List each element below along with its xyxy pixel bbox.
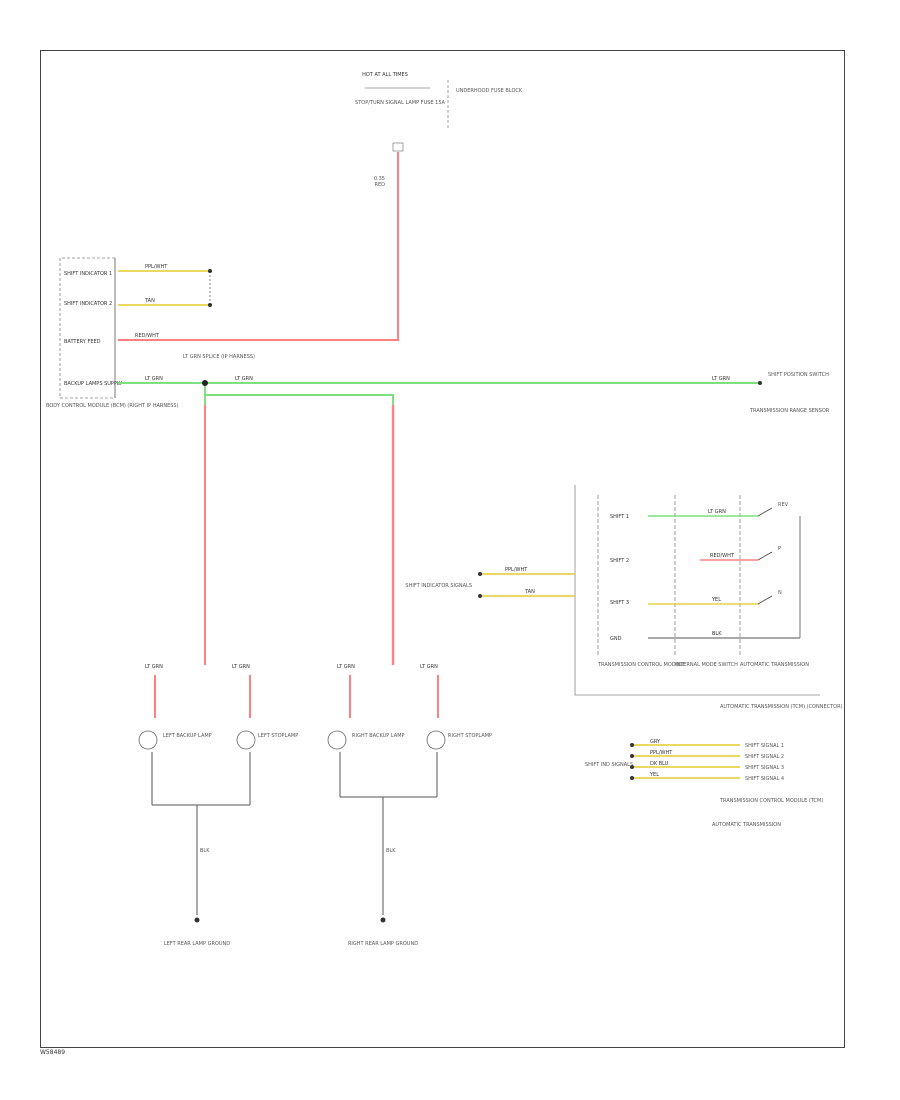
left-backup-lamp-label: LEFT BACKUP LAMP: [163, 733, 212, 739]
right-lamp-group: LT GRN LT GRN RIGHT BACKUP LAMP RIGHT ST…: [327, 664, 492, 947]
tcm-wire-1: GRY: [650, 739, 661, 745]
trans-caption: AUTOMATIC TRANSMISSION (TCM) (CONNECTOR): [720, 704, 843, 710]
green-branch-wire: [204, 383, 394, 405]
right-stoplamp-icon: [426, 730, 446, 750]
trans-wire-2: RED/WHT: [710, 553, 735, 559]
left-ground-icon: [194, 917, 200, 923]
right-backup-lamp-label: RIGHT BACKUP LAMP: [352, 733, 405, 739]
trans-row-2: SHIFT 2: [610, 558, 629, 564]
bcm-title: BODY CONTROL MODULE (BCM) (RIGHT IP HARN…: [46, 403, 179, 409]
contact-n: N: [778, 590, 782, 596]
tcm-signal-3: SHIFT SIGNAL 3: [745, 765, 784, 771]
shift-position-switch: SHIFT POSITION SWITCH TRANSMISSION RANGE…: [749, 372, 830, 414]
left-connector-label-1: LT GRN: [145, 664, 163, 670]
bcm-wire-3: RED/WHT: [135, 333, 160, 339]
tcm-signal-4: SHIFT SIGNAL 4: [745, 776, 784, 782]
right-stoplamp-label: RIGHT STOPLAMP: [448, 733, 492, 739]
diagram-code: W58489: [40, 1049, 66, 1056]
shift-indicator-signals: SHIFT INDICATOR SIGNALS PPL/WHT TAN: [405, 567, 575, 598]
contact-rev: REV: [778, 502, 789, 508]
tcm-signal-2: SHIFT SIGNAL 2: [745, 754, 784, 760]
tcm-signal-1: SHIFT SIGNAL 1: [745, 743, 784, 749]
left-ground-wire: BLK: [200, 848, 210, 854]
left-backup-lamp-icon: [138, 730, 158, 750]
fuse-name: STOP/TURN SIGNAL LAMP FUSE 15A: [355, 100, 445, 106]
right-connector-label-2: LT GRN: [420, 664, 438, 670]
trans-wire-3: YEL: [711, 597, 721, 603]
trans-left-wire-2: TAN: [524, 589, 535, 595]
trans-left-wire-1: PPL/WHT: [505, 567, 528, 573]
tcm-wire-2: PPL/WHT: [650, 750, 673, 756]
trans-column-1: TRANSMISSION CONTROL MODULE: [597, 662, 685, 668]
fuse-block: HOT AT ALL TIMES STOP/TURN SIGNAL LAMP F…: [355, 72, 523, 188]
left-stoplamp-icon: [236, 730, 256, 750]
bcm-pin-2: SHIFT INDICATOR 2: [64, 301, 112, 307]
right-backup-lamp-icon: [327, 730, 347, 750]
tcm-footer: AUTOMATIC TRANSMISSION: [712, 822, 781, 828]
green-wire-label-a: LT GRN: [145, 376, 163, 382]
tcm-caption: TRANSMISSION CONTROL MODULE (TCM): [719, 798, 823, 804]
bcm-pin-3: BATTERY FEED: [64, 339, 101, 345]
right-device-name: SHIFT POSITION SWITCH: [768, 372, 829, 378]
bcm: SHIFT INDICATOR 1 SHIFT INDICATOR 2 BATT…: [46, 257, 179, 409]
green-wire-label-c: LT GRN: [712, 376, 730, 382]
tcm-wire-4: YEL: [649, 772, 659, 778]
fuse-icon: [392, 142, 404, 152]
right-ground-wire: BLK: [386, 848, 396, 854]
contact-p: P: [778, 546, 781, 552]
tcm-left-label: SHIFT IND SIGNALS: [585, 762, 633, 768]
trans-column-3: AUTOMATIC TRANSMISSION: [740, 662, 809, 668]
fuse-header: HOT AT ALL TIMES: [362, 72, 408, 78]
tcm-connector: GRY PPL/WHT DK BLU YEL SHIFT SIGNAL 1 SH…: [585, 739, 823, 828]
left-lamp-group: LT GRN LT GRN LEFT BACKUP LAMP LEFT STOP…: [138, 664, 298, 947]
left-stoplamp-label: LEFT STOPLAMP: [258, 733, 298, 739]
fuse-location: UNDERHOOD FUSE BLOCK: [456, 88, 523, 94]
left-splice-label: LT GRN SPLICE (IP HARNESS): [183, 354, 255, 360]
tcm-wire-3: DK BLU: [650, 761, 669, 767]
right-ground-icon: [380, 917, 386, 923]
battery-feed-wire: [118, 152, 399, 341]
splice-dot: [202, 380, 208, 386]
green-wire-label-b: LT GRN: [235, 376, 253, 382]
trans-wire-4: BLK: [712, 631, 722, 637]
trans-row-1: SHIFT 1: [610, 514, 629, 520]
right-ground-label: RIGHT REAR LAMP GROUND: [348, 941, 418, 947]
left-ground-label: LEFT REAR LAMP GROUND: [164, 941, 230, 947]
bcm-wire-2: TAN: [144, 298, 155, 304]
bcm-pin-4: BACKUP LAMPS SUPPLY: [64, 381, 123, 387]
right-device-subtitle: TRANSMISSION RANGE SENSOR: [749, 408, 830, 414]
fuse-wire-size: 0.35: [374, 176, 385, 182]
fuse-wire-color: RED: [375, 182, 386, 188]
bcm-pin-1: SHIFT INDICATOR 1: [64, 271, 112, 277]
left-connector-label-2: LT GRN: [232, 664, 250, 670]
trans-wire-1: LT GRN: [708, 509, 726, 515]
diagram-frame: [40, 50, 845, 1048]
trans-row-3: SHIFT 3: [610, 600, 629, 606]
transmission-box: SHIFT 1 SHIFT 2 SHIFT 3 GND LT GRN RED/W…: [574, 485, 843, 710]
bcm-wire-1: PPL/WHT: [145, 264, 168, 270]
right-connector-label-1: LT GRN: [337, 664, 355, 670]
trans-column-2: INTERNAL MODE SWITCH: [675, 662, 738, 668]
shift-indicator-signals-label: SHIFT INDICATOR SIGNALS: [405, 583, 472, 589]
trans-row-4: GND: [610, 636, 622, 642]
